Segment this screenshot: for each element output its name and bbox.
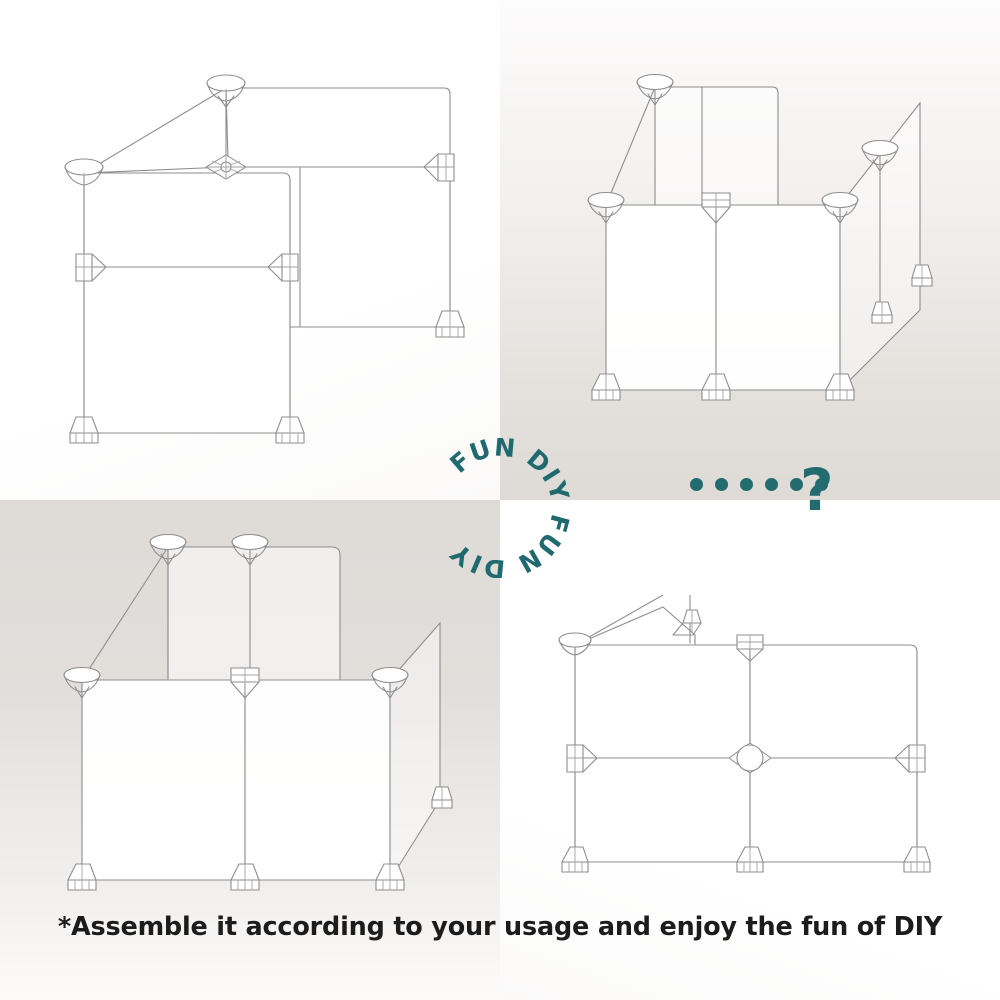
trapezoid-base-connector xyxy=(871,301,893,324)
trapezoid-base-connector xyxy=(375,863,405,891)
trapezoid-base-connector xyxy=(69,416,99,444)
dome-cap-connector xyxy=(587,191,625,224)
trapezoid-base-connector xyxy=(672,609,702,636)
trapezoid-base-connector xyxy=(230,667,260,699)
trapezoid-base-connector xyxy=(736,846,764,873)
trapezoid-base-connector xyxy=(275,416,305,444)
trapezoid-base-connector xyxy=(903,846,931,873)
ellipsis-dot xyxy=(815,478,828,491)
ellipsis-dot xyxy=(790,478,803,491)
dome-cap-connector xyxy=(636,73,674,106)
trapezoid-base-connector xyxy=(911,264,933,287)
trapezoid-base-connector xyxy=(561,846,589,873)
dome-cap-connector xyxy=(149,533,187,566)
dome-cap-connector xyxy=(64,158,104,186)
dome-cap-connector xyxy=(231,533,269,566)
dome-cap-connector xyxy=(371,666,409,699)
trapezoid-base-connector xyxy=(435,310,465,338)
side-clip-connector xyxy=(894,744,926,773)
diagram-bottom-left xyxy=(40,525,470,895)
question-mark-icon: ? xyxy=(800,456,834,524)
dome-cap-connector xyxy=(558,632,592,656)
dome-cap-connector xyxy=(206,74,246,108)
caption-text: *Assemble it according to your usage and… xyxy=(57,912,943,942)
side-clip-connector xyxy=(566,744,598,773)
trapezoid-base-connector xyxy=(736,634,764,662)
dome-cap-connector xyxy=(63,666,101,699)
four-way-cross-connector xyxy=(205,154,247,180)
ellipsis-dot xyxy=(715,478,728,491)
trapezoid-base-connector xyxy=(431,786,453,809)
fun-diy-badge-textpath: FUN DIY FUN DIY xyxy=(444,438,570,578)
ellipsis-dot xyxy=(765,478,778,491)
diagram-top-left xyxy=(40,55,480,465)
dome-cap-connector xyxy=(821,191,859,224)
trapezoid-base-connector xyxy=(701,192,731,224)
trapezoid-base-connector xyxy=(230,863,260,891)
side-clip-connector xyxy=(267,253,299,282)
diagram-top-right xyxy=(550,65,970,425)
trapezoid-base-connector xyxy=(825,373,855,401)
ellipsis-dot xyxy=(740,478,753,491)
round-center-connector xyxy=(728,742,772,774)
fun-diy-badge-text: FUN DIY FUN DIY xyxy=(444,438,570,578)
trapezoid-base-connector xyxy=(67,863,97,891)
ellipsis-dot xyxy=(690,478,703,491)
trapezoid-base-connector xyxy=(701,373,731,401)
side-clip-connector xyxy=(423,153,455,182)
diagram-bottom-right xyxy=(545,595,965,885)
ellipsis-dots xyxy=(690,478,828,491)
dome-cap-connector xyxy=(861,139,899,172)
side-clip-connector xyxy=(75,253,107,282)
fun-diy-circular-badge: FUN DIY FUN DIY xyxy=(444,438,570,578)
trapezoid-base-connector xyxy=(591,373,621,401)
